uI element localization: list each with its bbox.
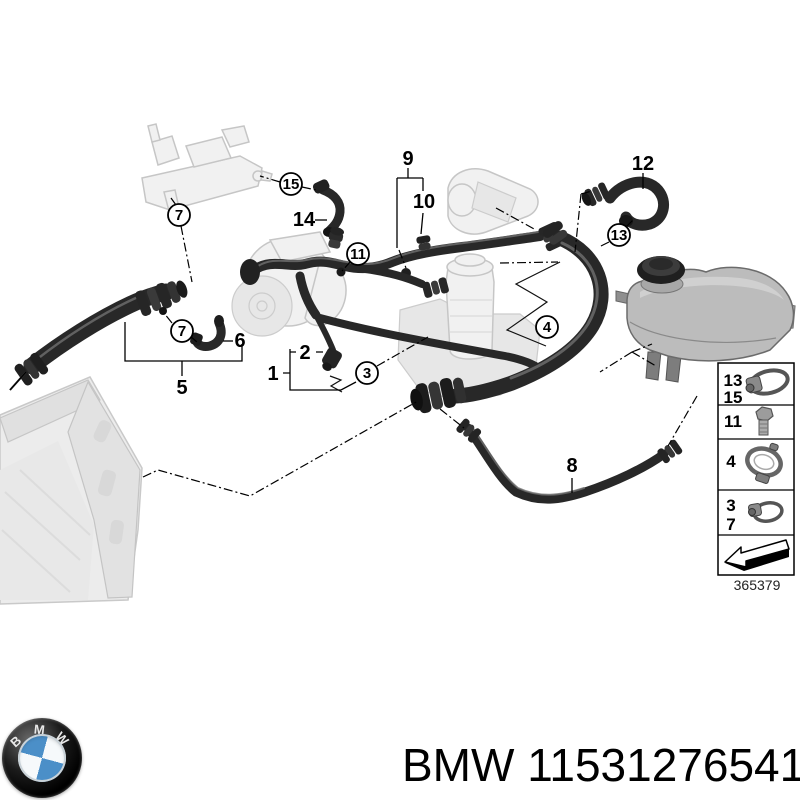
hose-clamp-small-icon xyxy=(748,501,784,523)
radiator-ghost xyxy=(0,376,143,605)
callout-12: 12 xyxy=(632,153,654,175)
callout-9: 9 xyxy=(402,148,413,170)
brand-name: BMW xyxy=(402,739,515,791)
thermostat-ghost xyxy=(447,168,539,235)
svg-text:4: 4 xyxy=(543,319,552,336)
feed-hose xyxy=(354,264,449,298)
radiator-hose-5 xyxy=(9,280,188,391)
callout-1: 1 xyxy=(267,363,278,385)
tank-cap xyxy=(637,256,685,284)
legend-label: 4 xyxy=(726,452,736,471)
legend-label: 15 xyxy=(724,388,743,407)
heat-exchanger-ghost xyxy=(141,123,273,216)
legend-label: 3 xyxy=(726,496,735,515)
callout-4-circle: 4 xyxy=(535,315,559,339)
hose-2-fitting xyxy=(322,347,342,371)
callout-10: 10 xyxy=(413,191,435,213)
bmw-roundel-quarters xyxy=(18,734,66,782)
svg-text:7: 7 xyxy=(175,207,183,224)
callout-2: 2 xyxy=(299,342,310,364)
callout-15-circle: 15 xyxy=(279,172,303,196)
legend-label: 7 xyxy=(726,515,735,534)
callout-14: 14 xyxy=(293,209,316,231)
direction-arrow-icon xyxy=(724,539,790,571)
coolant-hose-8 xyxy=(456,418,683,504)
hose-clamp-large-icon xyxy=(745,368,790,396)
bolt-icon xyxy=(755,406,774,436)
radiator-hose-4 xyxy=(410,221,609,414)
svg-text:3: 3 xyxy=(363,365,371,382)
bmw-roundel-logo: B M W xyxy=(2,718,82,798)
svg-text:7: 7 xyxy=(178,323,186,340)
legend-label: 13 xyxy=(724,371,743,390)
callout-7-circle-top: 7 xyxy=(167,203,191,227)
seal-grommet-10 xyxy=(416,235,431,251)
callout-5: 5 xyxy=(176,377,187,399)
svg-text:11: 11 xyxy=(350,246,366,263)
coolant-hose-6 xyxy=(190,315,226,351)
pipe-bolt-11 xyxy=(336,267,346,277)
callout-7-circle-bottom: 7 xyxy=(170,319,194,343)
hose-clamp-7 xyxy=(159,307,167,315)
engine-return-hose xyxy=(316,314,544,373)
leader-lines xyxy=(9,168,698,497)
part-title: BMW 11531276541 xyxy=(402,738,800,792)
part-number: 11531276541 xyxy=(527,739,800,791)
fastener-legend: 13 15 11 4 3 7 xyxy=(717,362,795,576)
callout-3-circle: 3 xyxy=(355,361,379,385)
profile-clamp-icon xyxy=(745,442,783,484)
callout-8: 8 xyxy=(566,455,577,477)
tank-vent-hose-12 xyxy=(581,176,670,231)
expansion-tank xyxy=(615,256,796,383)
callout-13-circle: 13 xyxy=(607,223,631,247)
callout-11-circle: 11 xyxy=(346,242,370,266)
legend-label: 11 xyxy=(724,412,742,431)
svg-text:15: 15 xyxy=(283,176,300,193)
drawing-number: 365379 xyxy=(734,577,781,593)
callouts: 1 2 5 6 8 9 10 12 14 3 4 7 7 11 13 xyxy=(167,148,654,477)
callout-6: 6 xyxy=(234,330,245,352)
svg-text:13: 13 xyxy=(611,227,628,244)
